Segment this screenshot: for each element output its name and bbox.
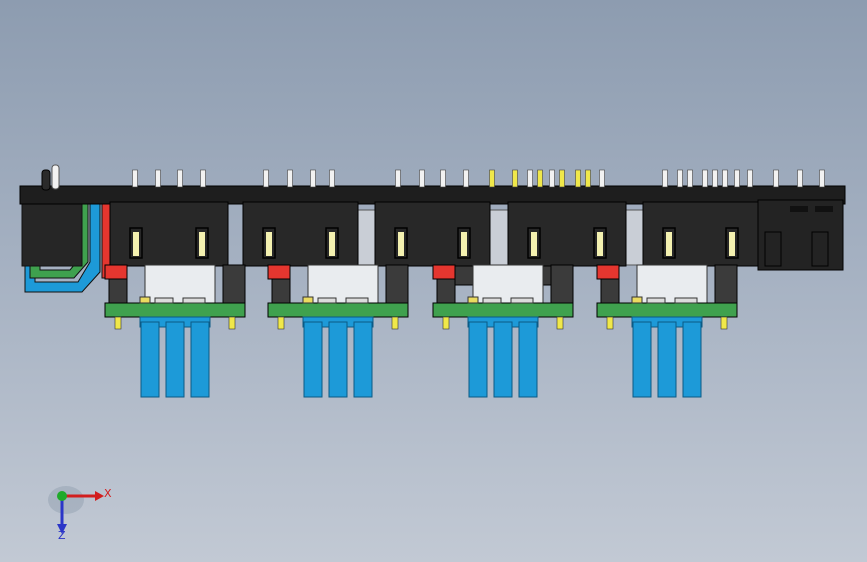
- top-pin: [395, 169, 401, 188]
- top-pin: [575, 169, 581, 188]
- top-pin: [263, 169, 269, 188]
- top-pin: [527, 169, 533, 188]
- blue-pin: [353, 321, 373, 398]
- assembly-model: [19, 164, 846, 398]
- top-pin: [200, 169, 206, 188]
- y-axis-dot: [57, 491, 67, 501]
- top-pin: [734, 169, 740, 188]
- top-pin: [559, 169, 565, 188]
- pcb-module: [104, 264, 246, 398]
- orientation-triad: X Z: [40, 480, 120, 550]
- top-pin: [819, 169, 825, 188]
- top-post-light: [51, 164, 60, 190]
- top-pin: [677, 169, 683, 188]
- top-pin: [419, 169, 425, 188]
- blue-pin: [468, 321, 488, 398]
- pcb-module: [432, 264, 574, 398]
- top-pin: [310, 169, 316, 188]
- blue-pin: [303, 321, 323, 398]
- right-end-block: [757, 199, 844, 271]
- top-pin: [687, 169, 693, 188]
- top-pin: [747, 169, 753, 188]
- connector-housing: [507, 201, 627, 267]
- blue-pin: [518, 321, 538, 398]
- z-axis-label: Z: [58, 529, 66, 542]
- connector-housings: [109, 201, 759, 267]
- top-pin: [549, 169, 555, 188]
- top-pins: [132, 169, 825, 188]
- top-plate: [19, 185, 846, 205]
- top-pin: [489, 169, 495, 188]
- connector-housing: [109, 201, 229, 267]
- connector-housing: [642, 201, 759, 267]
- top-pin: [155, 169, 161, 188]
- top-pin: [132, 169, 138, 188]
- top-pin: [177, 169, 183, 188]
- top-pin: [773, 169, 779, 188]
- blue-pin: [328, 321, 348, 398]
- top-pin: [599, 169, 605, 188]
- top-pin: [722, 169, 728, 188]
- top-pin: [702, 169, 708, 188]
- blue-pin: [682, 321, 702, 398]
- top-pin: [797, 169, 803, 188]
- top-pin: [585, 169, 591, 188]
- pcb-module: [267, 264, 409, 398]
- top-pin: [712, 169, 718, 188]
- top-pin: [440, 169, 446, 188]
- top-pin: [287, 169, 293, 188]
- top-pin: [512, 169, 518, 188]
- top-pin: [463, 169, 469, 188]
- connector-housing: [374, 201, 491, 267]
- blue-pin: [165, 321, 185, 398]
- top-pin: [662, 169, 668, 188]
- blue-pin: [493, 321, 513, 398]
- blue-pin: [190, 321, 210, 398]
- pcb-module: [596, 264, 738, 398]
- triad-arrows: [48, 486, 104, 534]
- top-post: [41, 169, 51, 191]
- blue-pin: [140, 321, 160, 398]
- blue-pin: [657, 321, 677, 398]
- top-pin: [537, 169, 543, 188]
- blue-pin: [632, 321, 652, 398]
- connector-housing: [242, 201, 359, 267]
- x-axis-label: X: [104, 487, 112, 500]
- pcb-modules: [104, 264, 738, 398]
- top-pin: [329, 169, 335, 188]
